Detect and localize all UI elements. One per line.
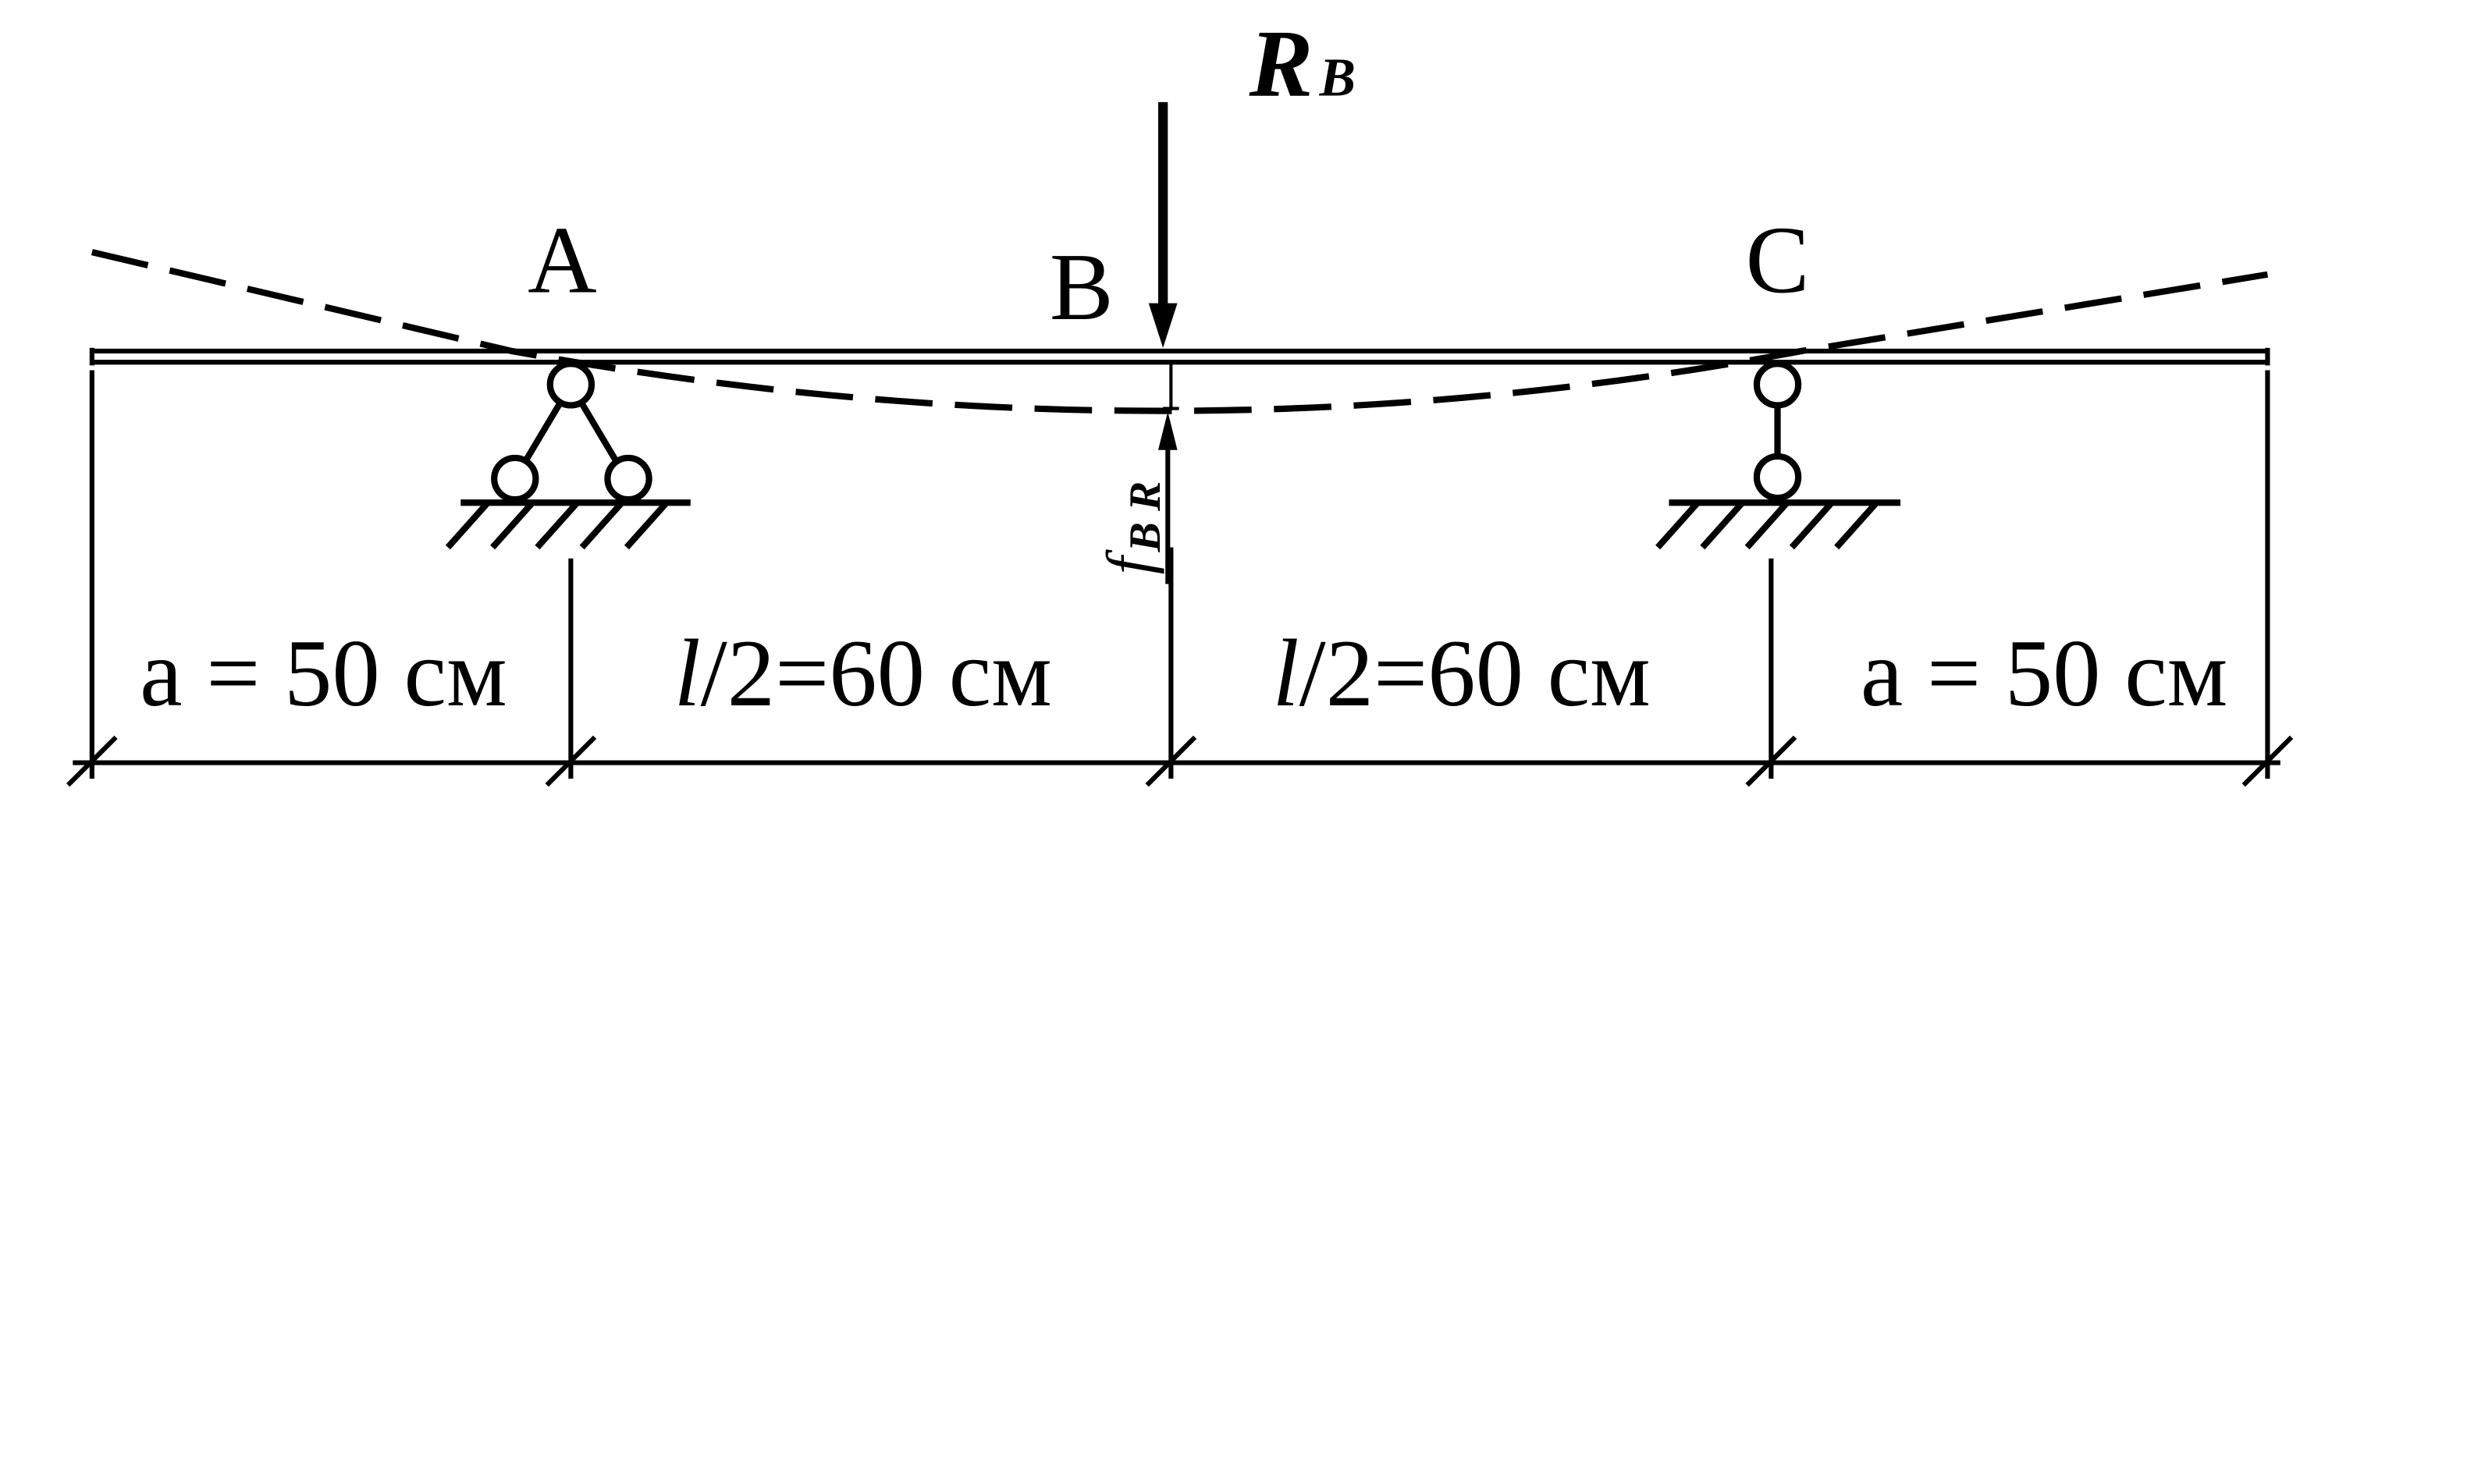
load-arrow (1148, 101, 1178, 348)
deflection-curve (91, 249, 2269, 414)
point-b-label: B (1050, 234, 1114, 340)
point-a-label: A (528, 207, 597, 313)
dim-right-overhang: а = 50 см (1861, 620, 2227, 726)
point-c-label: C (1746, 207, 1810, 313)
deflection-arrow (1158, 364, 1179, 584)
dim-left-overhang: а = 50 см (140, 620, 507, 726)
deflection-label: fB R (1093, 481, 1170, 575)
dimension-lines (66, 370, 2294, 787)
dim-half-span-right: l/2=60 см (1273, 620, 1651, 726)
support-a (445, 360, 691, 550)
dim-half-span-left: l/2=60 см (674, 620, 1052, 726)
support-c (1655, 360, 1901, 550)
beam (89, 347, 2270, 366)
